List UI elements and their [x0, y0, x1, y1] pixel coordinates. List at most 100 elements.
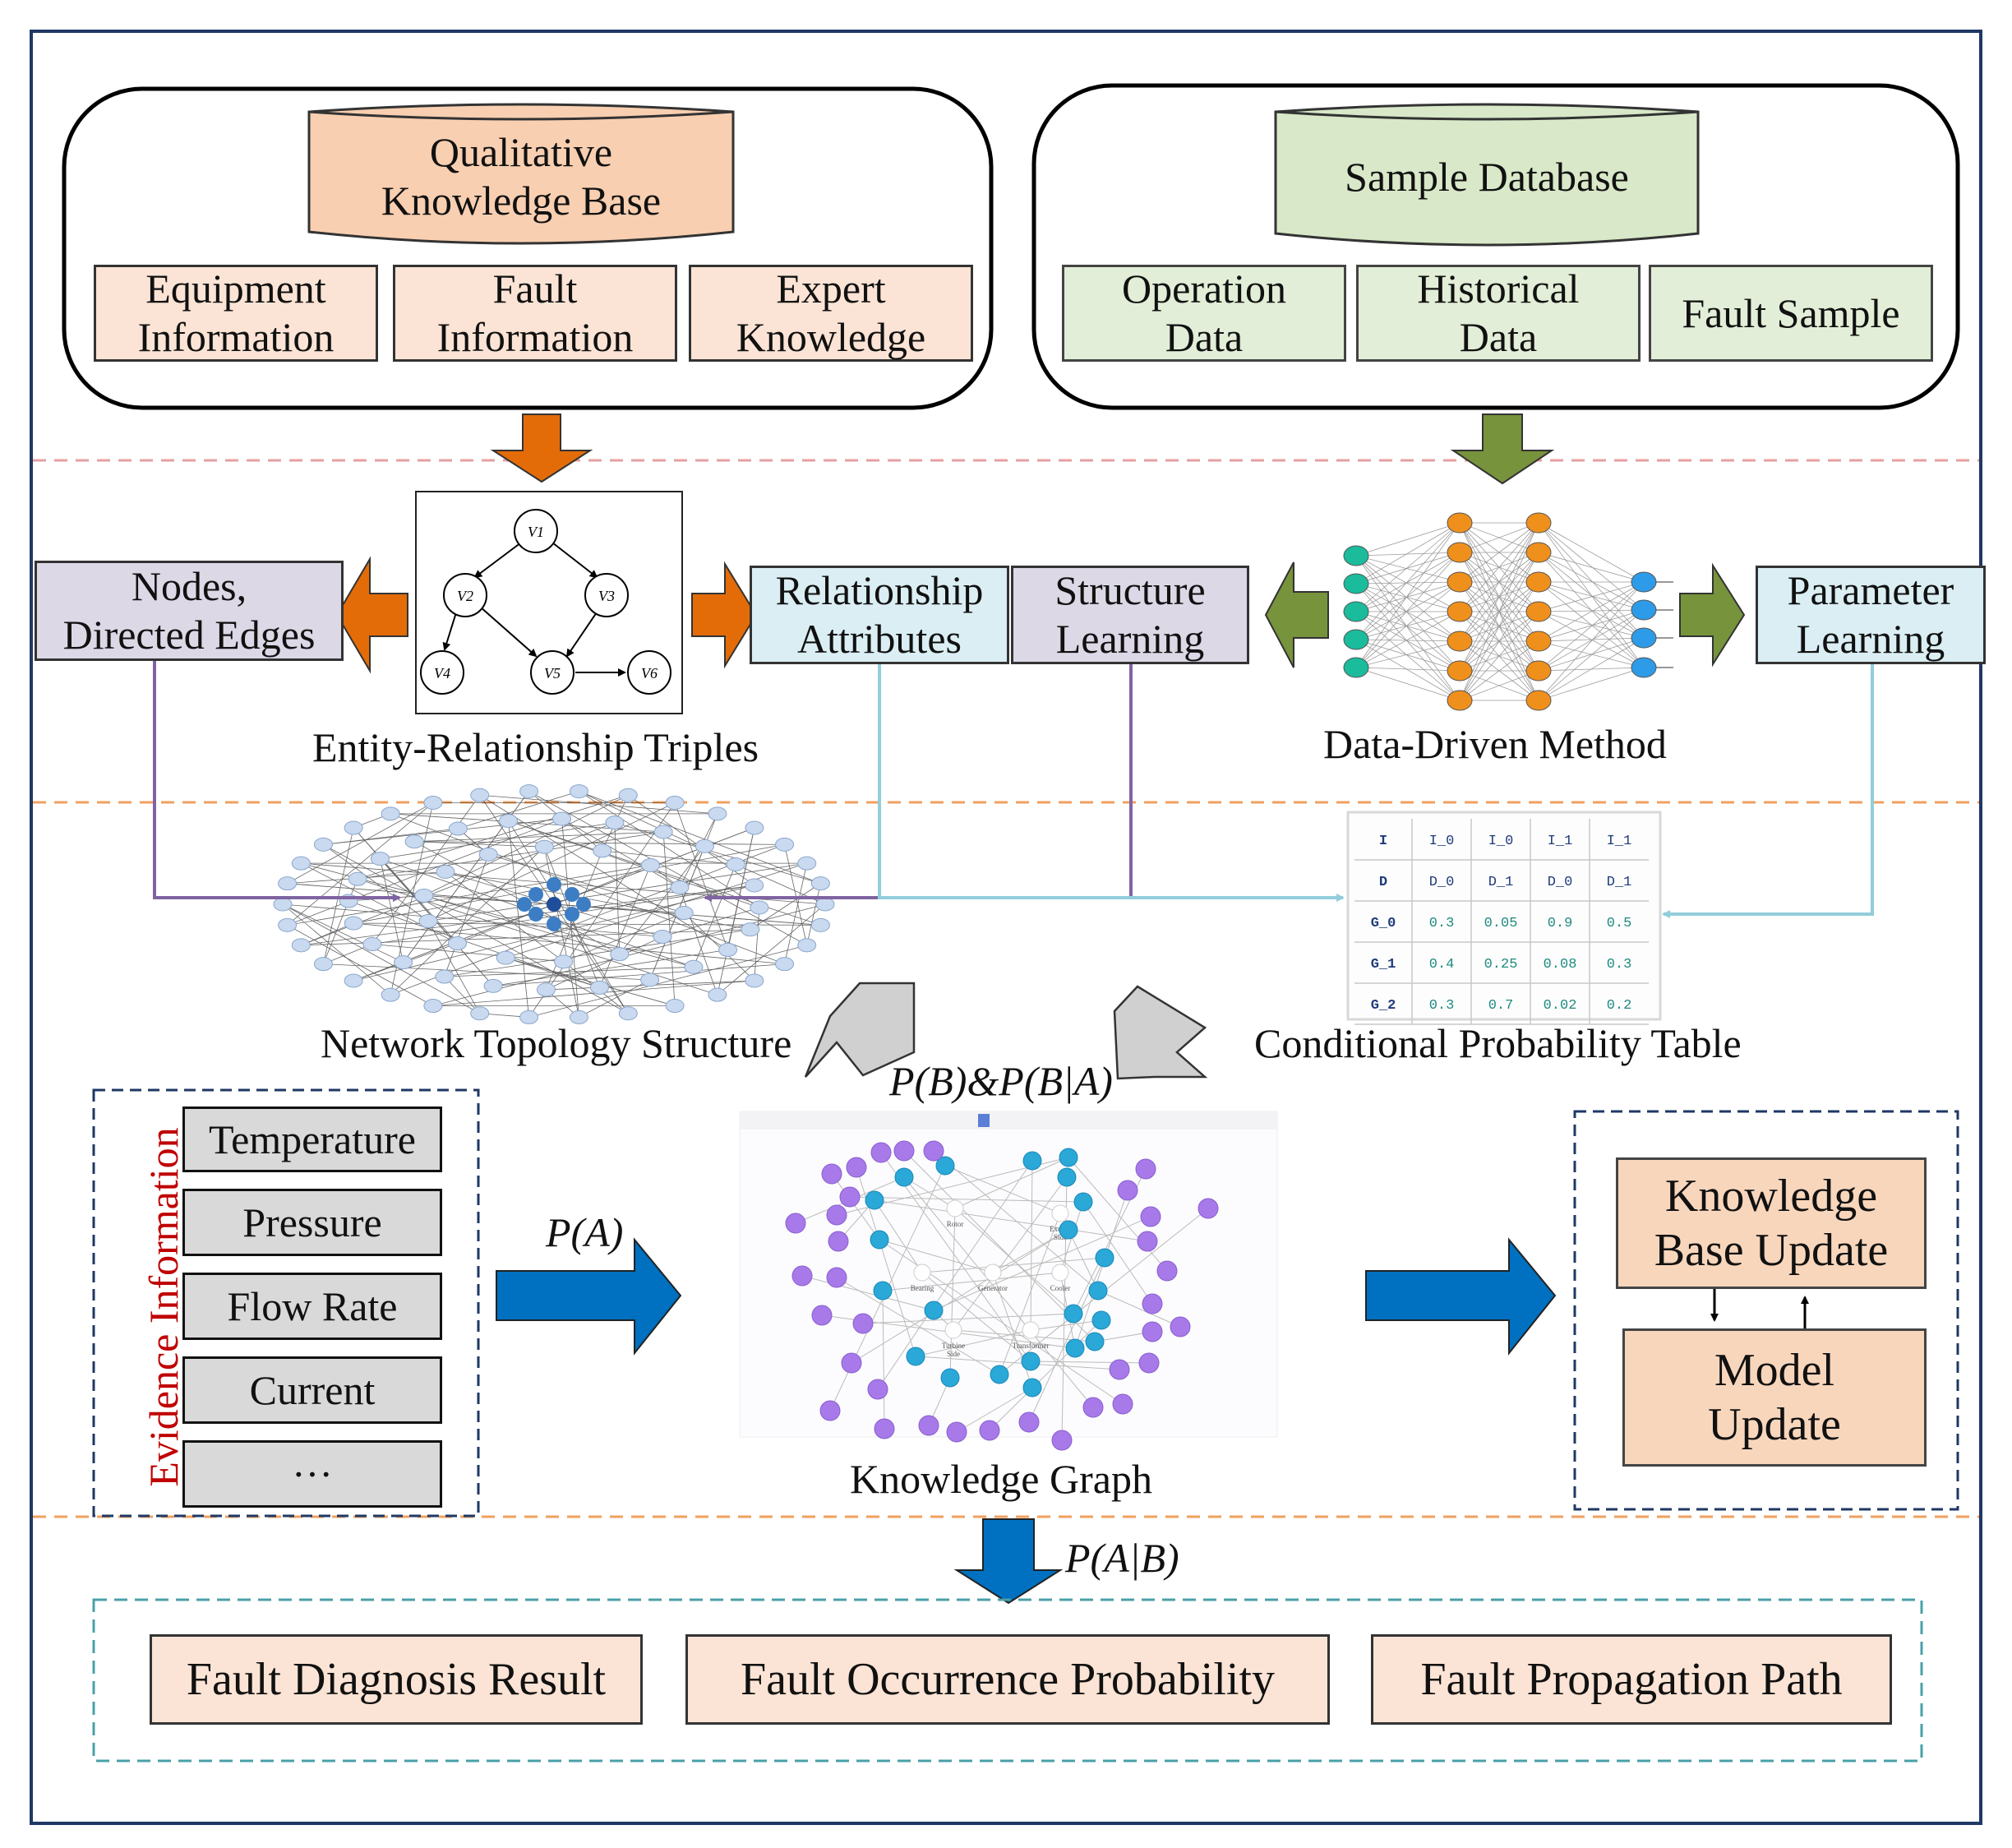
nn-neuron [1447, 512, 1473, 534]
topology-caption: Network Topology Structure [321, 1020, 792, 1066]
cpt-cell: I_0 [1429, 834, 1455, 849]
parameter-to-cpt-line [1662, 664, 1874, 918]
blue-arrow-down-results [953, 1518, 1064, 1605]
knowledge-db-icon [307, 103, 735, 245]
cpt-cell: 0.02 [1544, 998, 1577, 1014]
kb-update-box: Knowledge Base Update [1616, 1157, 1927, 1289]
outer-frame [30, 30, 1982, 1825]
nn-neuron [1525, 571, 1552, 593]
update-frame [1573, 1110, 1959, 1511]
nodes-directed-edges-box: Nodes, Directed Edges [35, 561, 344, 661]
dag-node-v3: V3 [584, 573, 629, 617]
nn-neuron [1447, 571, 1473, 593]
network-topology-icon [273, 784, 835, 1024]
svg-text:V1: V1 [528, 524, 544, 540]
cpt-cell: 0.05 [1484, 916, 1518, 931]
cpt-cell: 0.3 [1607, 957, 1632, 973]
cpt-cell: I_1 [1548, 834, 1573, 849]
cpt-caption: Conditional Probability Table [1254, 1020, 1742, 1066]
fault-propagation-path-box: Fault Propagation Path [1371, 1634, 1892, 1725]
kg-caption: Knowledge Graph [850, 1456, 1152, 1502]
green-down-arrow [1450, 413, 1555, 485]
relationship-to-cpt-line [878, 664, 1345, 902]
cpt-cell: 0.3 [1429, 998, 1455, 1014]
nn-neuron [1343, 573, 1369, 594]
cpt-cell: 0.2 [1607, 998, 1632, 1014]
nn-neuron [1343, 545, 1369, 566]
nn-neuron [1525, 660, 1552, 681]
pab-label: P(A|B) [1065, 1535, 1179, 1581]
pressure-box: Pressure [182, 1189, 442, 1256]
nn-neuron [1447, 631, 1473, 652]
structure-learning-box: Structure Learning [1011, 566, 1249, 664]
nn-neuron [1343, 629, 1369, 650]
nn-neuron [1525, 601, 1552, 622]
kg-hub-label: Side [1054, 1233, 1067, 1241]
dag-node-v4: V4 [420, 650, 464, 695]
temperature-box: Temperature [182, 1106, 442, 1172]
pb-pba-label: P(B)&P(B|A) [889, 1058, 1113, 1104]
cpt-cell: I [1379, 834, 1387, 849]
historical-data-box: Historical Data [1356, 265, 1641, 362]
knowledge-graph-icon: RotorExciterSideBearingGeneratorCoolerTu… [785, 1140, 1219, 1451]
cpt-cell: 0.08 [1544, 957, 1577, 973]
nn-neuron [1447, 690, 1473, 711]
cpt-cell: 0.25 [1484, 957, 1518, 973]
kg-hub-label: Bearing [911, 1284, 934, 1292]
nn-neuron [1343, 601, 1369, 622]
neural-network-icon [1343, 512, 1673, 711]
nn-neuron [1525, 690, 1552, 711]
dag-edges [442, 542, 626, 677]
orange-down-arrow [490, 413, 593, 483]
gray-arrow-right [1113, 985, 1208, 1080]
pa-label: P(A) [546, 1209, 624, 1255]
orange-right-arrow [691, 561, 758, 669]
dag-node-v5: V5 [530, 650, 575, 695]
flow-rate-box: Flow Rate [182, 1273, 442, 1340]
cpt-cell: 0.3 [1429, 916, 1455, 931]
fault-information-box: Fault Information [393, 265, 677, 362]
kg-hub-label: Transformer [1013, 1342, 1050, 1350]
svg-text:V2: V2 [457, 588, 473, 604]
nn-neuron [1631, 657, 1657, 678]
cpt-cell: D [1379, 875, 1387, 890]
fault-occurrence-probability-box: Fault Occurrence Probability [685, 1634, 1330, 1725]
sample-db-icon [1274, 103, 1700, 247]
fault-diagnosis-result-box: Fault Diagnosis Result [150, 1634, 643, 1725]
svg-text:V6: V6 [641, 665, 658, 681]
cpt-cell: 0.7 [1488, 998, 1514, 1014]
equipment-information-box: Equipment Information [94, 265, 378, 362]
nn-neuron [1631, 571, 1657, 593]
sample-db-title: Sample Database [1345, 153, 1629, 200]
cpt-cell: I_1 [1607, 834, 1632, 849]
operation-data-box: Operation Data [1062, 265, 1346, 362]
nodes-to-topology-line [153, 661, 401, 902]
svg-text:V3: V3 [598, 588, 615, 604]
kg-hub-label: Turbine [942, 1342, 965, 1350]
expert-knowledge-box: Expert Knowledge [689, 265, 973, 362]
model-update-box: Model Update [1622, 1328, 1927, 1467]
kg-hub-label: Rotor [947, 1220, 964, 1228]
svg-text:V5: V5 [544, 665, 561, 681]
cpt-cell: D_0 [1548, 875, 1573, 890]
nn-neuron [1447, 542, 1473, 563]
cpt-cell: 0.4 [1429, 957, 1455, 973]
nn-neuron [1447, 601, 1473, 622]
cpt-cell: G_0 [1371, 916, 1396, 931]
current-box: Current [182, 1356, 442, 1424]
nn-neuron [1525, 631, 1552, 652]
evidence-frame [92, 1088, 480, 1518]
cpt-cell: 0.9 [1548, 916, 1573, 931]
er-triples-caption: Entity-Relationship Triples [312, 724, 759, 770]
knowledge-db-title: Qualitative Knowledge Base [381, 129, 662, 224]
green-right-arrow [1679, 562, 1746, 668]
kg-hub-label: Cooler [1050, 1284, 1071, 1292]
results-frame [92, 1598, 1923, 1763]
parameter-learning-box: Parameter Learning [1756, 566, 1986, 664]
more-evidence-box: ··· [182, 1440, 442, 1508]
svg-text:V4: V4 [434, 665, 450, 681]
gray-arrow-left [804, 982, 916, 1078]
nn-neuron [1631, 627, 1657, 649]
